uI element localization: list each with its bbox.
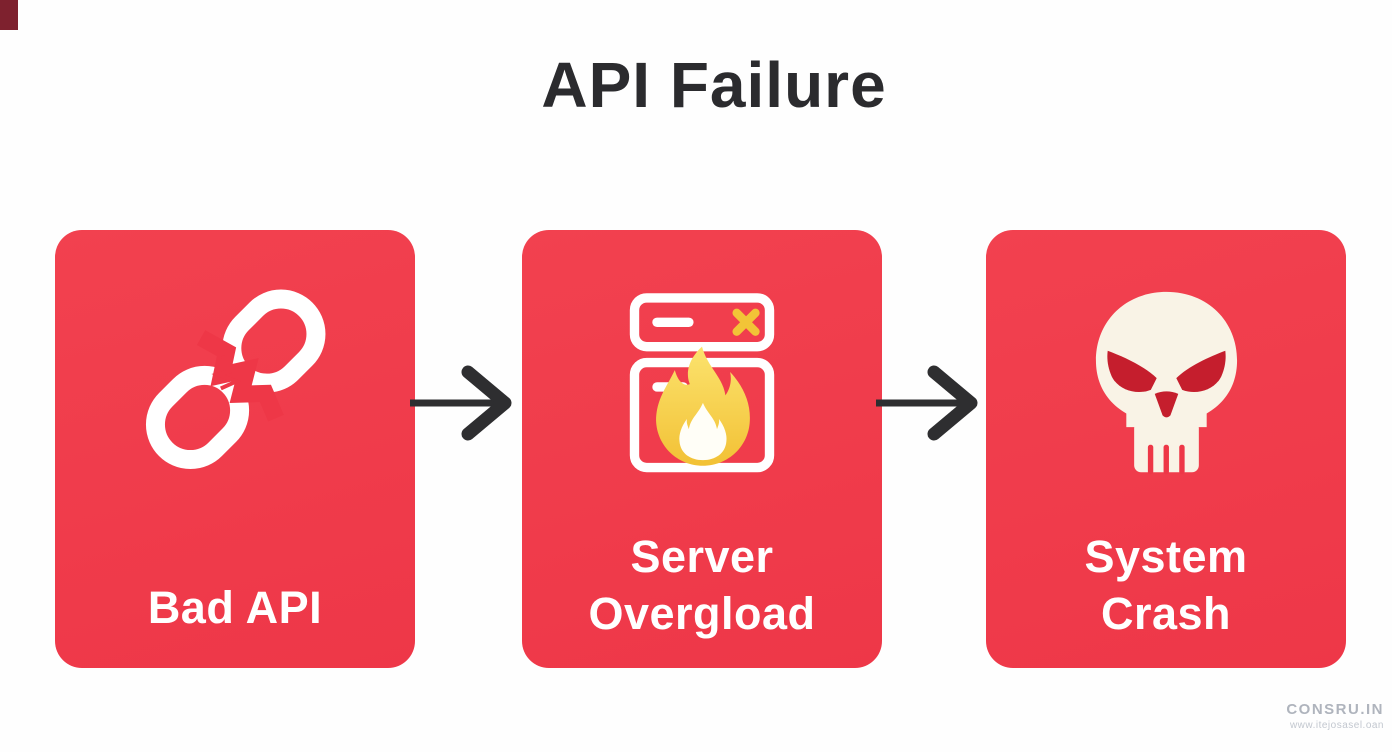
flow-step-system-crash: System Crash	[986, 230, 1346, 668]
step-label: Bad API	[55, 579, 415, 636]
step-label-line: Overgload	[588, 588, 816, 639]
step-label: System Crash	[986, 528, 1346, 642]
corner-mark	[0, 0, 18, 30]
server-on-fire-icon	[522, 292, 882, 480]
diagram-title: API Failure	[541, 49, 887, 121]
skull-left-eye	[1106, 350, 1157, 393]
flame-icon	[656, 346, 750, 466]
broken-chain-icon	[55, 280, 415, 480]
skull-icon	[986, 288, 1346, 484]
flow-step-bad-api: Bad API	[55, 230, 415, 668]
arrow-right-icon	[876, 365, 978, 441]
skull-nose	[1154, 391, 1178, 418]
arrow-right-icon	[410, 365, 512, 441]
watermark-brand: CONSRU.IN	[1286, 700, 1384, 718]
step-label-line: System	[1084, 531, 1248, 582]
watermark-url: www.itejosasel.oan	[1289, 719, 1384, 731]
flow-step-server-overload: Server Overgload	[522, 230, 882, 668]
step-label-line: Server	[630, 531, 774, 582]
skull-right-eye	[1175, 350, 1226, 393]
watermark: CONSRU.IN www.itejosasel.oan	[1286, 701, 1384, 732]
step-label-line: Bad API	[147, 582, 323, 633]
x-mark-icon	[732, 308, 760, 336]
step-label-line: Crash	[1100, 588, 1232, 639]
step-label: Server Overgload	[522, 528, 882, 642]
